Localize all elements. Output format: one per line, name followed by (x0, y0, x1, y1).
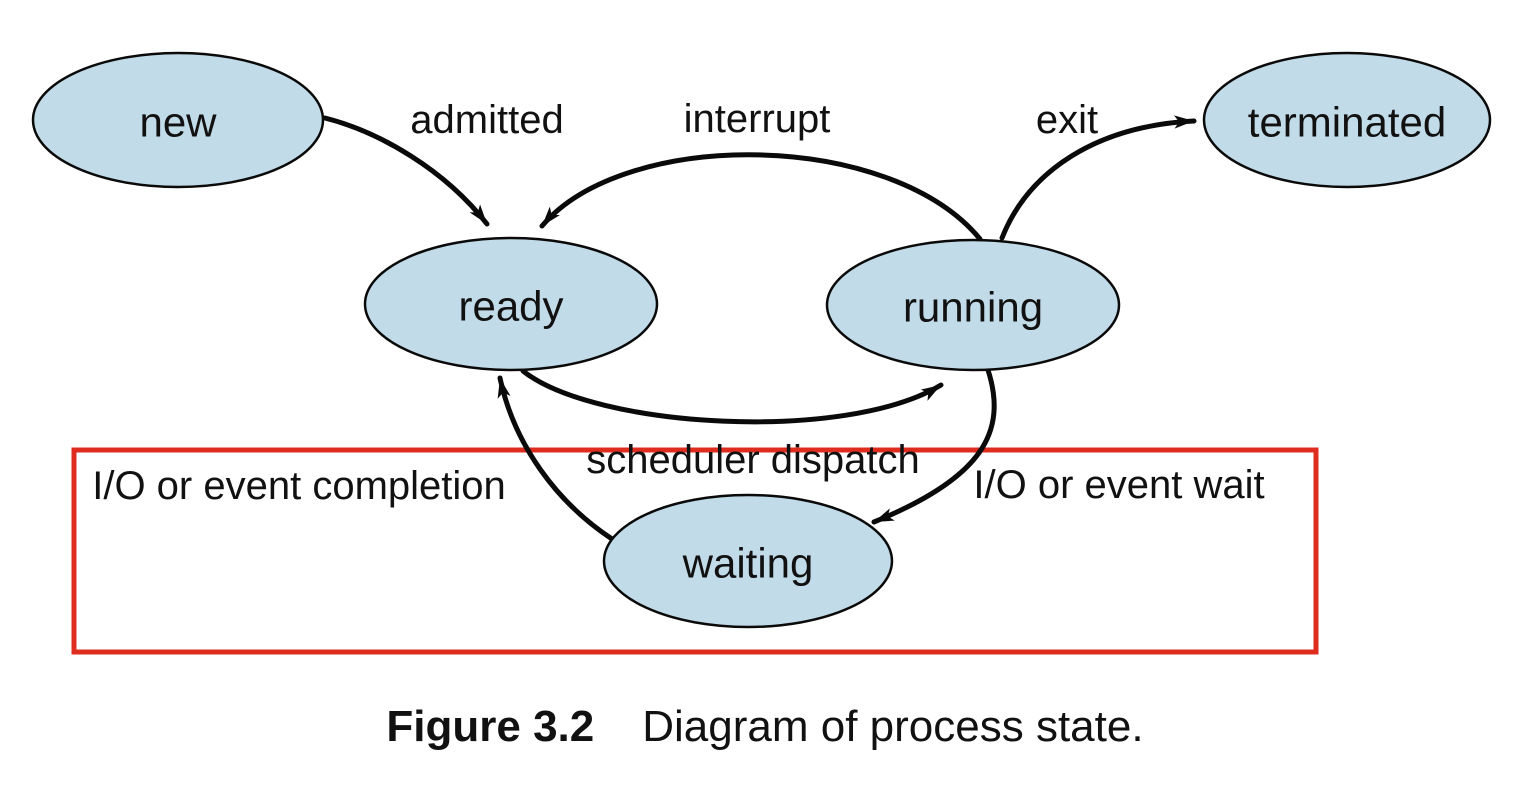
caption-text: Diagram of process state. (642, 702, 1144, 751)
transition-label-admitted: admitted (410, 98, 563, 142)
figure-caption: Figure 3.2 Diagram of process state. (0, 702, 1530, 752)
state-label-waiting: waiting (682, 540, 814, 587)
state-label-terminated: terminated (1248, 99, 1446, 146)
transition-io-event-wait-arrow (871, 367, 997, 525)
transition-label-exit: exit (1036, 98, 1098, 142)
transition-admitted-arrow (322, 115, 490, 227)
highlight-box (71, 447, 1319, 655)
transition-label-io-event-wait: I/O or event wait (973, 463, 1264, 507)
state-label-new: new (139, 99, 217, 146)
transition-scheduler-dispatch-arrow (520, 368, 944, 425)
transition-label-interrupt: interrupt (684, 97, 831, 141)
state-node-terminated (1202, 51, 1492, 189)
transition-io-event-completion-arrow (497, 375, 615, 542)
state-label-running: running (903, 284, 1043, 331)
transition-label-scheduler-dispatch: scheduler dispatch (586, 438, 920, 482)
state-node-running (825, 238, 1121, 372)
transition-label-io-event-completion: I/O or event completion (92, 464, 506, 508)
state-node-ready (363, 236, 659, 372)
caption-label: Figure 3.2 (386, 702, 595, 751)
state-node-new (31, 51, 325, 189)
state-node-waiting (602, 493, 894, 629)
transition-exit-arrow (999, 115, 1197, 241)
transition-interrupt-arrow (539, 152, 983, 242)
state-label-ready: ready (458, 283, 563, 330)
